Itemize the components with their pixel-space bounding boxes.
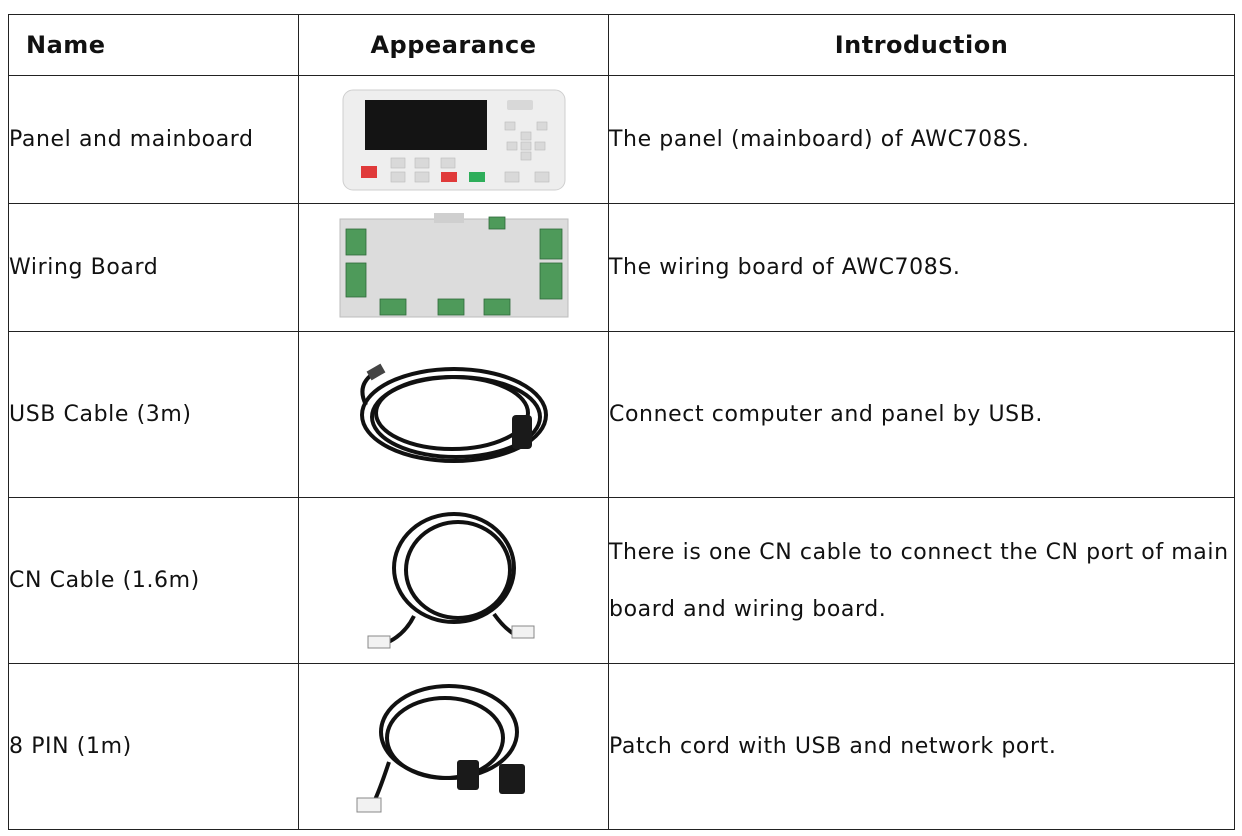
8-pin-cable-image <box>356 683 525 812</box>
wiring-board-image <box>339 212 568 317</box>
row-appearance <box>298 331 609 498</box>
table-row: Wiring Board The wiring board of AWC708S… <box>8 203 1235 332</box>
row-name: USB Cable (3m) <box>8 331 299 498</box>
row-appearance <box>298 497 609 664</box>
row-name: Panel and mainboard <box>8 75 299 204</box>
cn-cable-image <box>367 511 534 648</box>
header-name: Name <box>8 14 299 76</box>
row-name: Wiring Board <box>8 203 299 332</box>
table-row: CN Cable (1.6m) There is one CN cable to… <box>8 497 1235 664</box>
table-row: Panel and mainboard <box>8 75 1235 204</box>
usb-cable-image <box>359 363 548 463</box>
panel-mainboard-image <box>342 89 565 190</box>
row-introduction: There is one CN cable to connect the CN … <box>608 497 1235 664</box>
row-name: 8 PIN (1m) <box>8 663 299 830</box>
header-appearance: Appearance <box>298 14 609 76</box>
table-row: USB Cable (3m) Connect computer and pane… <box>8 331 1235 498</box>
table-row: 8 PIN (1m) Patch cord with USB and netwo… <box>8 663 1235 830</box>
row-introduction: The panel (mainboard) of AWC708S. <box>608 75 1235 204</box>
parts-table: Name Appearance Introduction Panel and m… <box>8 14 1235 830</box>
header-introduction: Introduction <box>608 14 1235 76</box>
row-introduction: Patch cord with USB and network port. <box>608 663 1235 830</box>
row-introduction: Connect computer and panel by USB. <box>608 331 1235 498</box>
row-name: CN Cable (1.6m) <box>8 497 299 664</box>
row-appearance <box>298 663 609 830</box>
row-appearance <box>298 75 609 204</box>
row-introduction: The wiring board of AWC708S. <box>608 203 1235 332</box>
header-row: Name Appearance Introduction <box>8 14 1235 76</box>
row-appearance <box>298 203 609 332</box>
